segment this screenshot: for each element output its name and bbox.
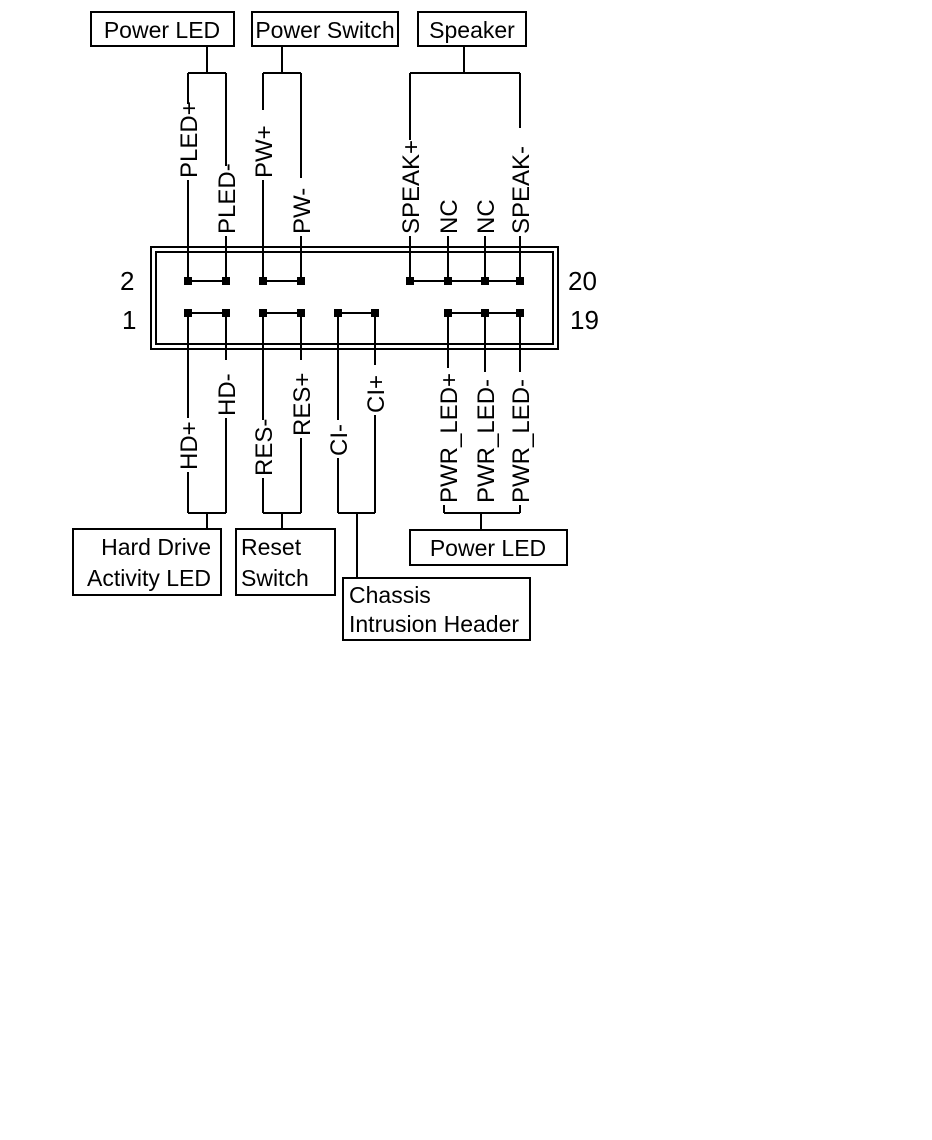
reset-switch-label-line1: Reset xyxy=(241,534,302,560)
power-led-top-label: Power LED xyxy=(104,17,220,43)
pin-number-top-left: 2 xyxy=(120,266,134,296)
pin-17 xyxy=(481,309,489,317)
speaker-label: Speaker xyxy=(429,17,515,43)
power-switch-label: Power Switch xyxy=(255,17,394,43)
pin-label-pwr-led-plus: PWR_LED+ xyxy=(436,373,463,503)
pin-20 xyxy=(516,277,524,285)
pin-label-ci-minus: CI- xyxy=(326,424,353,456)
pin-2 xyxy=(184,277,192,285)
power-switch-box xyxy=(251,11,399,47)
hdd-led-box xyxy=(72,528,222,596)
top-row-pins xyxy=(184,277,524,285)
pin-19 xyxy=(516,309,524,317)
pin-label-nc-1: NC xyxy=(436,199,463,234)
pin-label-pled-plus: PLED+ xyxy=(176,101,203,178)
hdd-led-wire xyxy=(187,313,227,529)
hdd-led-label-line2: Activity LED xyxy=(87,565,211,591)
pin-14 xyxy=(406,277,414,285)
speaker-wire xyxy=(409,46,521,281)
pin-label-nc-2: NC xyxy=(473,199,500,234)
power-led-top-wire xyxy=(187,46,227,281)
pin-9 xyxy=(334,309,342,317)
pin-label-pwr-led-minus-2: PWR_LED- xyxy=(508,379,535,503)
pin-number-top-right: 20 xyxy=(568,266,597,296)
pin-label-res-plus: RES+ xyxy=(289,373,316,436)
chassis-intrusion-wire xyxy=(337,313,376,578)
pin-16 xyxy=(444,277,452,285)
pin-15 xyxy=(444,309,452,317)
power-led-bottom-wire xyxy=(443,313,521,530)
pin-label-pw-plus: PW+ xyxy=(251,125,278,178)
speaker-box xyxy=(417,11,527,47)
chassis-intrusion-box xyxy=(342,577,531,641)
header-inner-outline xyxy=(155,251,554,345)
bottom-row-pins xyxy=(184,309,524,317)
pin-18 xyxy=(481,277,489,285)
chassis-intrusion-label-line2: Intrusion Header xyxy=(349,611,519,637)
hdd-led-label-line1: Hard Drive xyxy=(101,534,211,560)
pin-label-hd-minus: HD- xyxy=(214,373,241,416)
pin-label-speak-minus: SPEAK- xyxy=(508,146,535,234)
reset-switch-wire xyxy=(262,313,302,529)
power-led-bottom-box xyxy=(409,529,568,566)
pin-number-bottom-right: 19 xyxy=(570,305,599,335)
pin-7 xyxy=(297,309,305,317)
pin-number-bottom-left: 1 xyxy=(122,305,136,335)
reset-switch-label-line2: Switch xyxy=(241,565,309,591)
pin-label-speak-plus: SPEAK+ xyxy=(398,140,425,234)
header-outer-outline xyxy=(150,246,559,350)
power-led-bottom-label: Power LED xyxy=(430,535,546,561)
pin-1 xyxy=(184,309,192,317)
pin-5 xyxy=(259,309,267,317)
power-led-top-box xyxy=(90,11,235,47)
pin-label-ci-plus: CI+ xyxy=(363,375,390,413)
reset-switch-box xyxy=(235,528,336,596)
pin-11 xyxy=(371,309,379,317)
power-switch-wire xyxy=(262,46,302,281)
pin-label-pw-minus: PW- xyxy=(289,188,316,234)
pin-4 xyxy=(222,277,230,285)
pin-8 xyxy=(297,277,305,285)
pin-label-res-minus: RES- xyxy=(251,419,278,476)
chassis-intrusion-label-line1: Chassis xyxy=(349,582,431,608)
pin-label-hd-plus: HD+ xyxy=(176,421,203,470)
pin-3 xyxy=(222,309,230,317)
pin-label-pwr-led-minus-1: PWR_LED- xyxy=(473,379,500,503)
pin-6 xyxy=(259,277,267,285)
pin-label-pled-minus: PLED- xyxy=(214,163,241,234)
